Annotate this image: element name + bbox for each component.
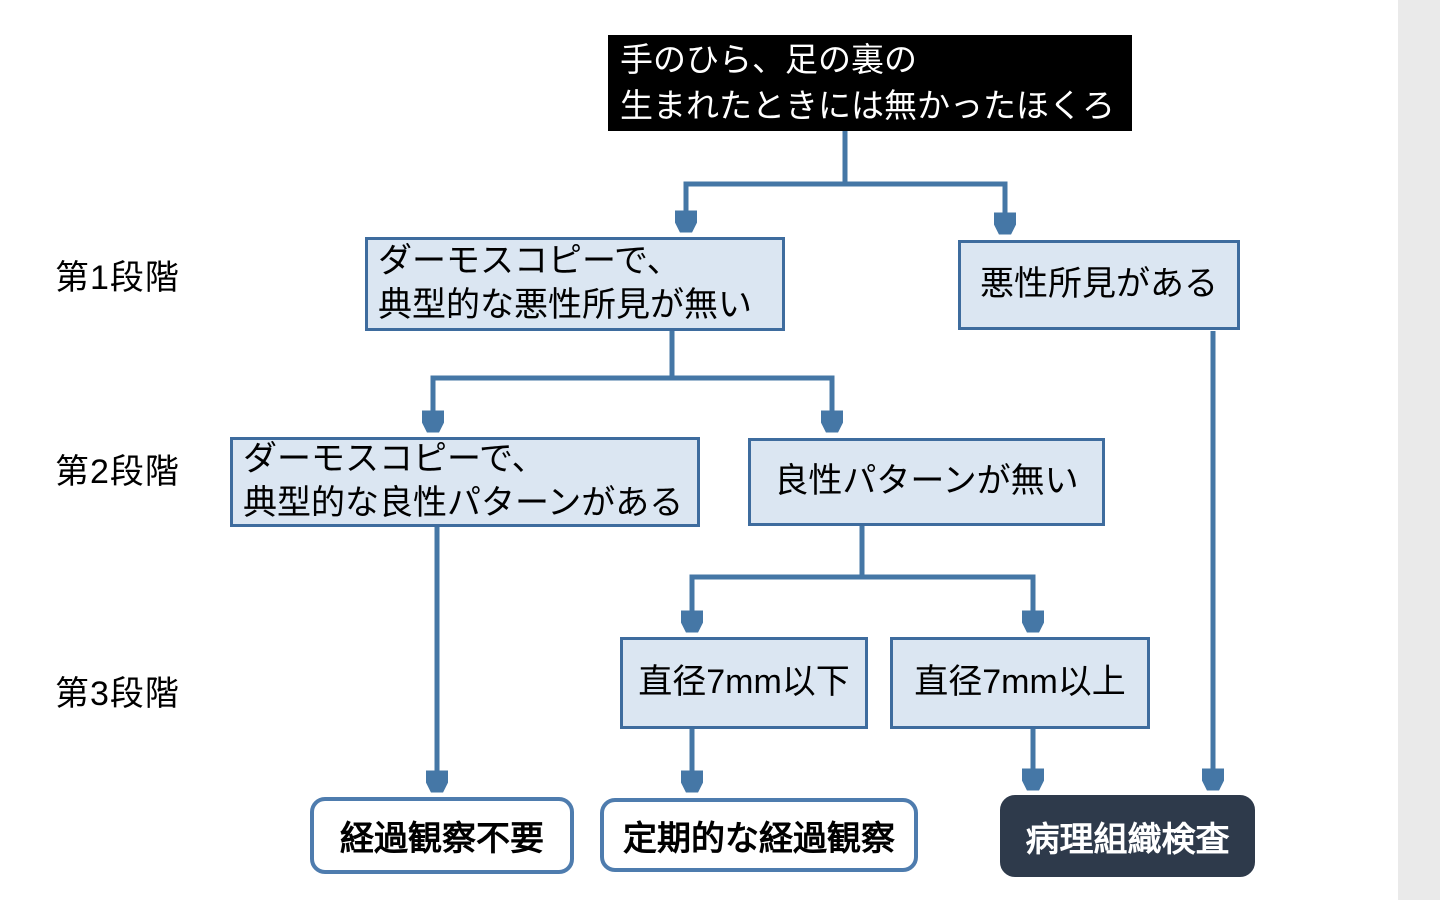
result-no-followup-needed: 経過観察不要 (310, 797, 574, 874)
result-histopathology-label: 病理組織検査 (1025, 820, 1230, 859)
result-periodic-followup: 定期的な経過観察 (600, 798, 918, 872)
stage2-label: 第2段階 (55, 453, 180, 491)
node-diameter-7mm-or-less-label: 直径7mm以下 (638, 663, 850, 702)
stage1-label: 第1段階 (55, 259, 180, 297)
root-node-line1: 手のひら、足の裏の (620, 40, 917, 78)
node-diameter-7mm-or-more: 直径7mm以上 (890, 637, 1150, 729)
connector-root-split (686, 181, 1005, 231)
result-periodic-followup-label: 定期的な経過観察 (623, 819, 895, 858)
node-dermoscopy-no-malignant: ダーモスコピーで、 典型的な悪性所見が無い (365, 237, 785, 331)
node-diameter-7mm-or-less: 直径7mm以下 (620, 637, 868, 729)
node-no-benign-pattern-label: 良性パターンが無い (774, 462, 1079, 501)
slide-edge-strip (1398, 0, 1440, 900)
stage3-label: 第3段階 (55, 675, 180, 713)
node-dermoscopy-no-malignant-line2: 典型的な悪性所見が無い (378, 286, 752, 324)
node-typical-benign-pattern-line1: ダーモスコピーで、 (243, 440, 546, 479)
node-no-benign-pattern: 良性パターンが無い (748, 438, 1105, 526)
node-dermoscopy-no-malignant-line1: ダーモスコピーで、 (378, 242, 681, 281)
result-no-followup-needed-label: 経過観察不要 (340, 820, 544, 858)
connector-stage2-split (433, 375, 832, 429)
node-diameter-7mm-or-more-label: 直径7mm以上 (914, 663, 1126, 702)
node-typical-benign-pattern: ダーモスコピーで、 典型的な良性パターンがある (230, 437, 700, 527)
node-malignant-findings-label: 悪性所見がある (980, 265, 1218, 304)
connector-stage3-split (692, 574, 1033, 629)
root-node-line2: 生まれたときには無かったほくろ (620, 87, 1115, 124)
node-typical-benign-pattern-line2: 典型的な良性パターンがある (243, 484, 684, 522)
node-malignant-findings: 悪性所見がある (958, 240, 1240, 330)
result-histopathology: 病理組織検査 (1000, 795, 1255, 877)
root-node-congenital-mole: 手のひら、足の裏の 生まれたときには無かったほくろ (608, 35, 1132, 131)
